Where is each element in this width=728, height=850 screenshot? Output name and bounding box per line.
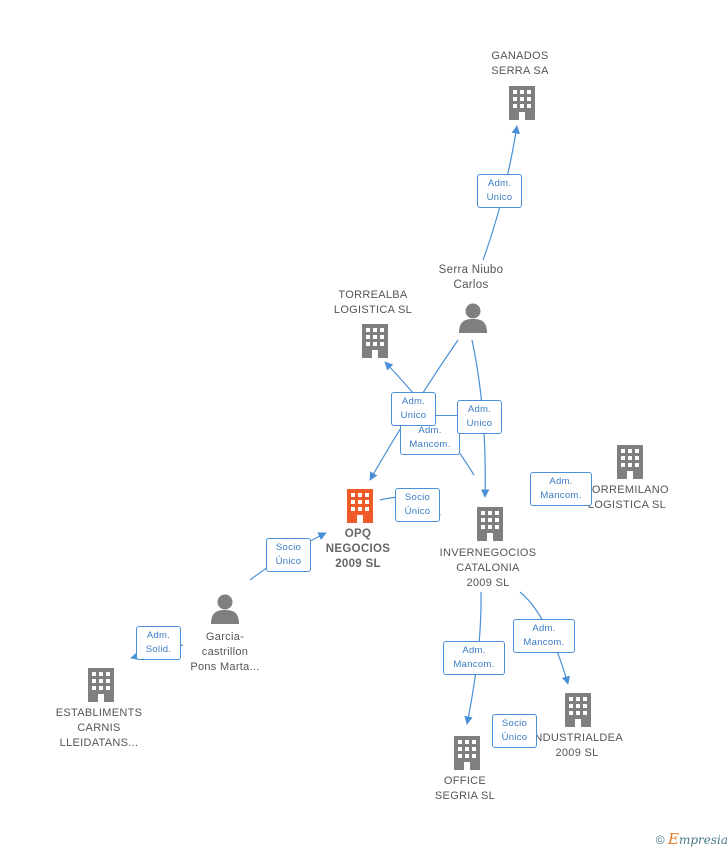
node-opq-negocios[interactable]: OPQ NEGOCIOS 2009 SL [326, 527, 390, 572]
node-torrealba[interactable]: TORREALBA LOGISTICA SL [334, 288, 412, 318]
node-label-line: SERRA SA [491, 65, 549, 77]
edge-label-line: Único [404, 506, 431, 517]
edge-label-adm-mancom[interactable]: Adm. Mancom. [530, 472, 592, 506]
edge-label-line: Socio [275, 542, 302, 553]
edge-label-line: Adm. [532, 623, 556, 634]
edge-label-line: Mancom. [409, 439, 451, 450]
edge-label-adm-mancom[interactable]: Adm. Mancom. [513, 619, 575, 653]
edge-label-line: Único [501, 732, 528, 743]
node-label-line: LOGISTICA SL [333, 304, 413, 316]
edge-label-adm-solid[interactable]: Adm. Solid. [136, 626, 181, 660]
building-icon-focus [347, 489, 373, 523]
node-label-line: NEGOCIOS [325, 543, 391, 555]
node-label-line: INDUSTRIALDEA [531, 732, 623, 744]
edge-label-socio-unico[interactable]: Socio Único [395, 488, 440, 522]
edge-label-line: Adm. [487, 178, 512, 189]
node-label-line: Serra Niubo [438, 264, 504, 276]
brand-logo: Empresia [667, 830, 728, 848]
edge-label-line: Adm. [401, 396, 426, 407]
building-icon [454, 736, 480, 770]
building-icon [88, 668, 114, 702]
node-ganados-serra[interactable]: GANADOS SERRA SA [491, 49, 548, 79]
edge-label-adm-mancom[interactable]: Adm. Mancom. [443, 641, 505, 675]
node-label-line: 2009 SL [466, 577, 510, 589]
node-label-line: TORREMILANO [585, 484, 669, 496]
edge-label-line: Unico [400, 410, 427, 421]
node-serra-niubo[interactable]: Serra Niubo Carlos [439, 263, 504, 293]
edge-label-line: Adm. [146, 630, 171, 641]
node-label-line: Garcia- [205, 631, 245, 643]
edge-label-line: Mancom. [540, 490, 582, 501]
person-icon [211, 594, 239, 624]
edge-label-line: Mancom. [523, 637, 565, 648]
edge-label-line: Adm. [418, 425, 442, 436]
brand-initial: E [667, 830, 679, 848]
building-icon [617, 445, 643, 479]
edge-label-line: Socio [404, 492, 431, 503]
node-label-line: LLEIDATANS... [59, 737, 139, 749]
edge-label-line: Mancom. [453, 659, 495, 670]
node-office-segria[interactable]: OFFICE SEGRIA SL [435, 774, 495, 804]
edge-label-line: Solid. [145, 644, 172, 655]
node-industrialdea[interactable]: INDUSTRIALDEA 2009 SL [531, 731, 623, 761]
edge-label-line: Unico [486, 192, 513, 203]
node-torremilano[interactable]: TORREMILANO LOGISTICA SL [585, 483, 669, 513]
footer-brand: © Empresia [656, 830, 728, 848]
building-icon [362, 324, 388, 358]
edge-label-socio-unico[interactable]: Socio Único [492, 714, 537, 748]
node-label-line: ESTABLIMENTS [55, 707, 143, 719]
building-icon [565, 693, 591, 727]
node-label-line: CATALONIA [456, 562, 520, 574]
node-label-line: LOGISTICA SL [587, 499, 667, 511]
node-label-line: 2009 SL [555, 747, 599, 759]
node-label-line: INVERNEGOCIOS [439, 547, 537, 559]
node-label-line: Pons Marta... [190, 661, 260, 673]
node-garcia-castrillon[interactable]: Garcia- castrillon Pons Marta... [190, 630, 259, 675]
node-label-line: OPQ [344, 528, 372, 540]
node-label-line: SEGRIA SL [434, 790, 496, 802]
edge-label-line: Socio [501, 718, 528, 729]
edge-label-line: Único [275, 556, 302, 567]
node-label-line: GANADOS [491, 50, 549, 62]
node-label-line: castrillon [201, 646, 249, 658]
edge-label-adm-unico[interactable]: Adm. Unico [457, 400, 502, 434]
node-establiments[interactable]: ESTABLIMENTS CARNIS LLEIDATANS... [56, 706, 143, 751]
copyright-symbol: © [655, 833, 665, 847]
node-label-line: TORREALBA [338, 289, 408, 301]
building-icon [509, 86, 535, 120]
edge-label-line: Adm. [549, 476, 573, 487]
brand-name: mpresia [678, 833, 728, 847]
building-icon [477, 507, 503, 541]
node-label-line: 2009 SL [335, 558, 381, 570]
edge-label-line: Adm. [467, 404, 492, 415]
person-icon [459, 303, 487, 333]
edge-label-line: Unico [466, 418, 493, 429]
node-label-line: OFFICE [443, 775, 487, 787]
edge-label-line: Adm. [462, 645, 486, 656]
edge-label-adm-unico[interactable]: Adm. Unico [477, 174, 522, 208]
node-label-line: Carlos [453, 279, 489, 291]
node-label-line: CARNIS [77, 722, 121, 734]
node-invernegocios[interactable]: INVERNEGOCIOS CATALONIA 2009 SL [440, 546, 537, 591]
edge-label-adm-unico[interactable]: Adm. Unico [391, 392, 436, 426]
edge-label-socio-unico[interactable]: Socio Único [266, 538, 311, 572]
